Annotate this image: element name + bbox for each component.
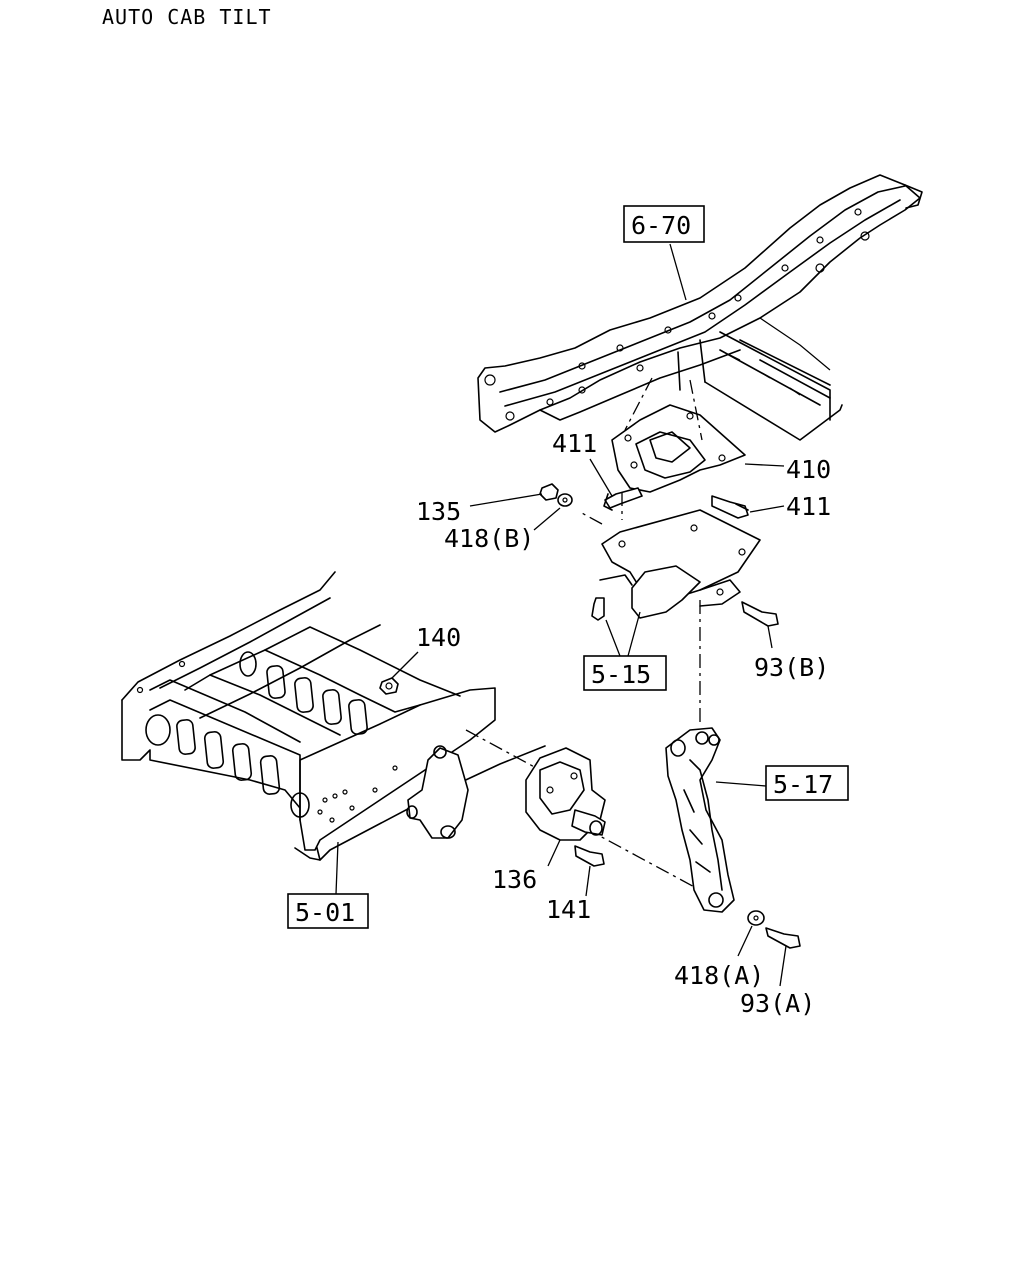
bolt-411-right xyxy=(711,495,749,519)
ref-label-5-17: 5-17 xyxy=(773,770,833,799)
ref-box-5-15[interactable]: 5-15 xyxy=(583,655,667,691)
ref-box-5-17[interactable]: 5-17 xyxy=(765,765,849,801)
ref-label-5-15: 5-15 xyxy=(591,660,651,689)
part-label-411-top: 411 xyxy=(552,429,597,458)
part-label-93b: 93(B) xyxy=(754,653,829,682)
diagram-title: AUTO CAB TILT xyxy=(102,5,272,29)
part-label-135: 135 xyxy=(416,497,461,526)
nut-135 xyxy=(539,483,559,501)
frame-hinge-bracket xyxy=(406,745,469,839)
part-label-411-right: 411 xyxy=(786,492,831,521)
bolt-141 xyxy=(574,845,605,867)
tilt-cylinder-assembly xyxy=(665,727,735,913)
part-label-418a: 418(A) xyxy=(674,961,764,990)
part-label-418b: 418(B) xyxy=(444,524,534,553)
bolt-411-left xyxy=(603,487,643,511)
small-bolt xyxy=(591,597,605,621)
part-label-140: 140 xyxy=(416,623,461,652)
part-label-136: 136 xyxy=(492,865,537,894)
ref-box-5-01[interactable]: 5-01 xyxy=(287,893,369,929)
nut-140 xyxy=(379,677,399,695)
bolt-93a xyxy=(765,927,801,949)
ref-label-6-70: 6-70 xyxy=(631,211,691,240)
lower-frame xyxy=(121,571,546,861)
ref-label-5-01: 5-01 xyxy=(295,898,355,927)
part-label-141: 141 xyxy=(546,895,591,924)
bolt-93b xyxy=(741,601,779,627)
mounting-bracket-410 xyxy=(611,377,746,493)
part-label-93a: 93(A) xyxy=(740,989,815,1018)
washer-418a xyxy=(747,910,765,926)
cab-hinge-bracket-136 xyxy=(525,747,606,841)
ref-box-6-70[interactable]: 6-70 xyxy=(623,205,705,243)
pump-plate-assembly xyxy=(599,509,761,619)
washer-418b xyxy=(557,493,573,507)
upper-frame-rail xyxy=(477,174,923,441)
part-label-410: 410 xyxy=(786,455,831,484)
